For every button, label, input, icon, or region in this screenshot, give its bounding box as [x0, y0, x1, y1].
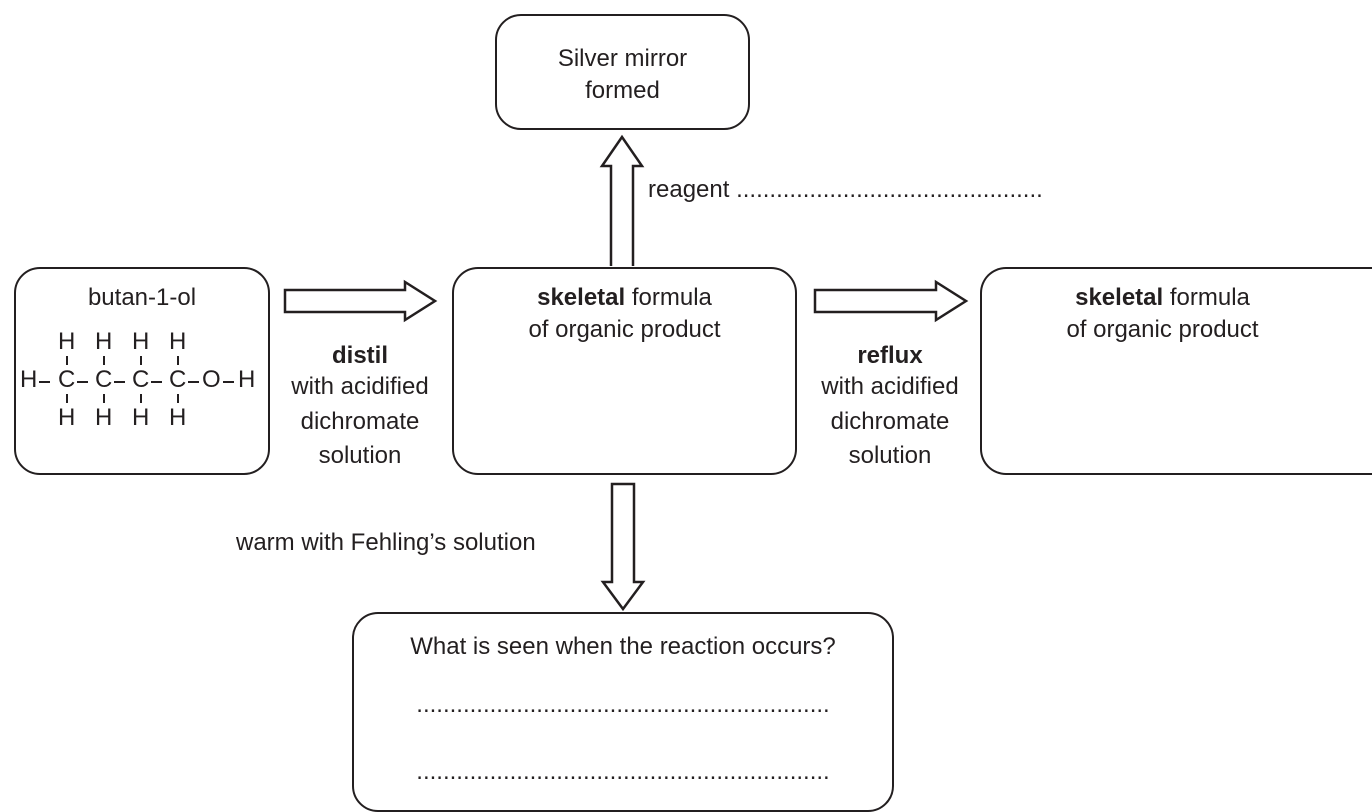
butanol-title: butan-1-ol	[87, 284, 197, 311]
bond-bot-4	[177, 394, 179, 403]
c-3: C	[132, 366, 150, 393]
arrow-down-fehling	[600, 482, 646, 612]
silver-mirror-line1: Silver mirror	[557, 45, 688, 72]
fehling-label: warm with Fehling’s solution	[236, 529, 536, 556]
bond-h-c1	[39, 381, 50, 383]
c-1: C	[58, 366, 76, 393]
reagent-label: reagent ................................…	[648, 176, 1043, 203]
observation-answer-line1[interactable]: ........................................…	[416, 691, 830, 718]
h-bot-3: H	[132, 404, 150, 431]
h-top-3: H	[132, 328, 150, 355]
observation-answer-line2[interactable]: ........................................…	[416, 758, 830, 785]
middle-product-box	[452, 267, 797, 475]
arrow-up-to-silver	[599, 134, 645, 266]
right-box-rest: formula	[1163, 284, 1250, 311]
h-left: H	[20, 366, 38, 393]
butanol-structure: H H H H H C C C C O H H H H H	[20, 326, 270, 442]
right-box-bold: skeletal	[1075, 284, 1164, 311]
bond-top-1	[66, 356, 68, 365]
distil-label-line2: with acidified	[291, 373, 429, 400]
bond-bot-2	[103, 394, 105, 403]
h-bot-4: H	[169, 404, 187, 431]
bond-bot-3	[140, 394, 142, 403]
h-bot-1: H	[58, 404, 76, 431]
arrow-reflux	[813, 279, 969, 323]
bond-top-3	[140, 356, 142, 365]
bond-top-4	[177, 356, 179, 365]
c-4: C	[169, 366, 187, 393]
reflux-label-line2: with acidified	[821, 373, 959, 400]
middle-box-line1: skeletal formula	[452, 283, 797, 312]
distil-label-line3: dichromate	[300, 408, 420, 435]
butanol-box	[14, 267, 270, 475]
h-bot-2: H	[95, 404, 113, 431]
reflux-label-line3: dichromate	[830, 408, 950, 435]
bond-c4-o	[188, 381, 199, 383]
bond-o-h	[223, 381, 234, 383]
h-top-4: H	[169, 328, 187, 355]
bond-c3-c4	[151, 381, 162, 383]
c-2: C	[95, 366, 113, 393]
arrow-distil	[283, 279, 438, 323]
right-box-line1: skeletal formula	[980, 283, 1345, 312]
distil-label-bold: distil	[331, 342, 388, 369]
h-right: H	[238, 366, 256, 393]
right-box-line2: of organic product	[1066, 316, 1259, 343]
reflux-label-line4: solution	[848, 442, 932, 469]
o-atom: O	[202, 366, 221, 393]
silver-mirror-line2: formed	[585, 77, 660, 104]
h-top-2: H	[95, 328, 113, 355]
bond-bot-1	[66, 394, 68, 403]
h-top-1: H	[58, 328, 76, 355]
middle-box-rest: formula	[625, 284, 712, 311]
reflux-label-bold: reflux	[857, 342, 923, 369]
middle-box-line2: of organic product	[528, 316, 721, 343]
middle-box-bold: skeletal	[537, 284, 626, 311]
observation-box	[352, 612, 894, 812]
observation-question: What is seen when the reaction occurs?	[410, 633, 836, 660]
distil-label-line4: solution	[318, 442, 402, 469]
silver-mirror-box	[495, 14, 750, 130]
bond-c1-c2	[77, 381, 88, 383]
bond-top-2	[103, 356, 105, 365]
bond-c2-c3	[114, 381, 125, 383]
right-product-box	[980, 267, 1372, 475]
